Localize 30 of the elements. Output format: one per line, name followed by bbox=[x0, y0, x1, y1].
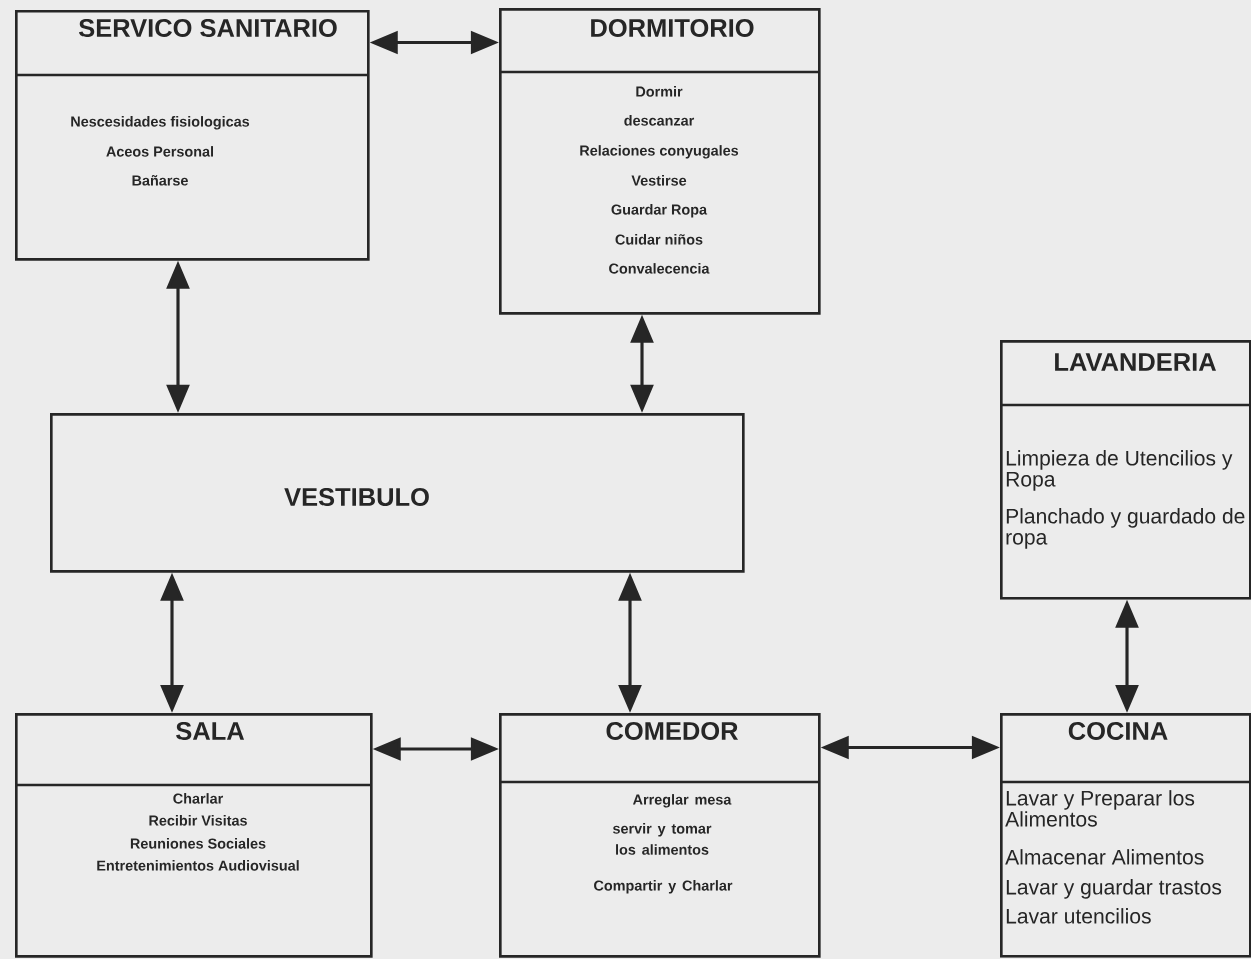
activity-text: Nescesidades fisiologicas bbox=[71, 116, 250, 130]
activity-text: Reuniones Sociales bbox=[130, 838, 266, 849]
activity-text: Entretenimientos Audiovisual bbox=[97, 860, 299, 871]
activity-text: Lavar y Preparar los Alimentos bbox=[1005, 790, 1195, 827]
activity-text: Almacenar Alimentos bbox=[1005, 849, 1204, 865]
activity-text: Relaciones conyugales bbox=[580, 145, 739, 159]
activity-text: Compartir y Charlar bbox=[594, 880, 733, 894]
activity-text: Cuidar niños bbox=[615, 234, 703, 245]
activity-text: Aceos Personal bbox=[106, 146, 213, 157]
activity-text: Dormir bbox=[636, 86, 683, 97]
activity-text: Bañarse bbox=[132, 175, 188, 186]
box-heading: SALA bbox=[176, 721, 245, 740]
activity-text: Limpieza de Utencilios y Ropa bbox=[1006, 450, 1233, 491]
activity-text: Charlar bbox=[173, 793, 223, 804]
activity-text: Lavar utencilios bbox=[1006, 908, 1151, 924]
activity-text: descanzar bbox=[624, 115, 695, 126]
activity-text: Planchado y guardado de ropa bbox=[1006, 508, 1245, 549]
activity-text: Guardar Ropa bbox=[611, 204, 708, 218]
activity-text: Lavar y guardar trastos bbox=[1006, 879, 1222, 899]
activity-text: Arreglar mesa bbox=[633, 794, 732, 808]
box-heading: VESTIBULO bbox=[284, 487, 429, 506]
box-heading: COCINA bbox=[1068, 721, 1168, 740]
activity-text: Convalecencia bbox=[609, 263, 710, 274]
box-heading: DORMITORIO bbox=[591, 18, 754, 37]
activity-text: Vestirse bbox=[631, 175, 687, 186]
activity-text: Recibir Visitas bbox=[149, 815, 247, 826]
box-heading: SERVICO SANITARIO bbox=[78, 18, 337, 37]
activity-text: servir y tomar los alimentos bbox=[613, 823, 712, 855]
box-heading: LAVANDERIA bbox=[1055, 353, 1216, 371]
box-heading: COMEDOR bbox=[606, 721, 738, 740]
